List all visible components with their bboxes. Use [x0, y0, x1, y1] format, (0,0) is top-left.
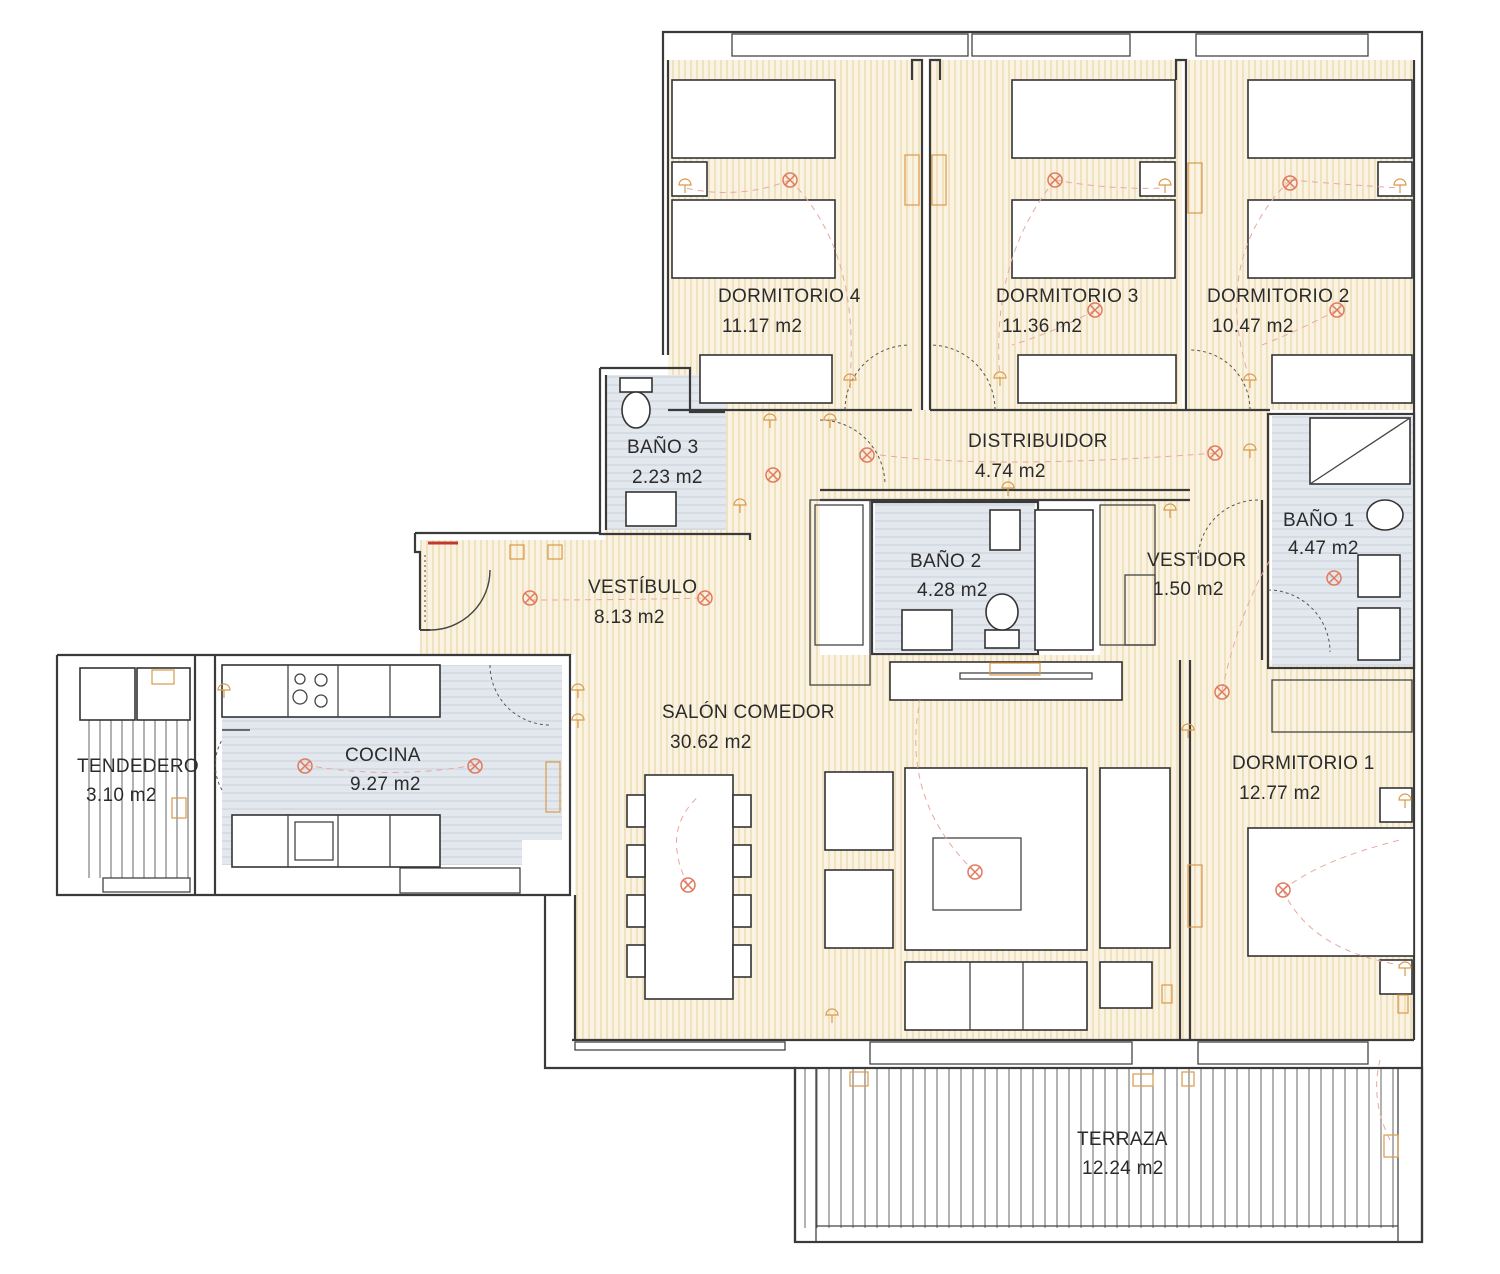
room-area-dormitorio-1: 12.77 m2	[1239, 783, 1321, 804]
wardrobe	[1271, 354, 1413, 404]
switch-icon	[1187, 162, 1203, 214]
bed	[671, 79, 836, 159]
sofa	[904, 961, 1088, 1031]
room-area-bano-1: 4.47 m2	[1288, 538, 1359, 559]
room-area-cocina: 9.27 m2	[350, 774, 421, 795]
room-area-salon-comedor: 30.62 m2	[670, 732, 752, 753]
room-name-vestidor: VESTIDOR	[1147, 550, 1247, 571]
entry-door	[429, 569, 491, 631]
switch-icon	[1397, 994, 1409, 1014]
switch-icon	[989, 662, 1041, 676]
chair	[732, 844, 752, 878]
nightstand	[1379, 787, 1413, 823]
side-table	[1099, 961, 1153, 1009]
laundry-unit	[136, 667, 191, 721]
chair	[626, 794, 646, 828]
chair	[626, 944, 646, 978]
nightstand	[1139, 161, 1176, 197]
toilet	[619, 377, 653, 393]
room-name-vestibulo: VESTÍBULO	[588, 577, 697, 598]
room-labels: DORMITORIO 4 11.17 m2 DORMITORIO 3 11.36…	[77, 286, 1375, 1179]
room-area-terraza: 12.24 m2	[1082, 1158, 1164, 1179]
room-name-bano-2: BAÑO 2	[910, 550, 982, 572]
switch-icon	[1383, 1134, 1399, 1158]
furniture	[79, 79, 1415, 1031]
chair	[732, 894, 752, 928]
switch-icon	[171, 797, 187, 819]
counter-top	[221, 664, 441, 718]
room-area-bano-3: 2.23 m2	[632, 467, 703, 488]
tv-unit	[889, 661, 1123, 701]
electrical-wiring	[304, 179, 1401, 1141]
chair	[732, 794, 752, 828]
room-area-dormitorio-2: 10.47 m2	[1212, 316, 1294, 337]
switch-icon	[931, 154, 947, 206]
room-name-bano-3: BAÑO 3	[627, 436, 699, 458]
nightstand	[671, 161, 708, 197]
room-name-dormitorio-4: DORMITORIO 4	[718, 286, 861, 307]
toilet-bowl	[1366, 499, 1404, 531]
wardrobe	[699, 354, 833, 404]
washbasin	[1357, 554, 1401, 598]
bed	[1247, 79, 1413, 159]
bidet	[989, 509, 1021, 551]
floor-vestidor	[1100, 500, 1270, 660]
floor-terraza	[795, 1068, 1398, 1228]
room-name-terraza: TERRAZA	[1077, 1129, 1168, 1150]
room-area-vestibulo: 8.13 m2	[594, 607, 665, 628]
toilet	[984, 629, 1020, 649]
armchair	[824, 771, 894, 851]
room-name-bano-1: BAÑO 1	[1283, 509, 1355, 531]
room-area-distribuidor: 4.74 m2	[975, 461, 1046, 482]
bed	[671, 199, 836, 279]
room-name-dormitorio-1: DORMITORIO 1	[1232, 753, 1375, 774]
room-name-dormitorio-2: DORMITORIO 2	[1207, 286, 1350, 307]
room-name-tendedero: TENDEDERO	[77, 756, 199, 777]
nightstand	[1377, 161, 1413, 197]
switch-icon	[151, 669, 175, 685]
rug	[904, 767, 1088, 951]
room-name-dormitorio-3: DORMITORIO 3	[996, 286, 1139, 307]
switch-icon	[1161, 984, 1173, 1004]
room-name-cocina: COCINA	[345, 745, 421, 766]
bathtub	[1034, 509, 1094, 651]
switch-icon	[1187, 864, 1203, 928]
bed	[1011, 79, 1176, 159]
armchair	[824, 869, 894, 949]
laundry-unit	[79, 667, 136, 721]
room-area-bano-2: 4.28 m2	[917, 580, 988, 601]
counter-bottom	[231, 814, 441, 868]
room-name-salon-comedor: SALÓN COMEDOR	[662, 701, 835, 723]
sofa	[1099, 767, 1171, 949]
washbasin	[1357, 607, 1401, 661]
room-area-dormitorio-3: 11.36 m2	[1002, 316, 1082, 337]
washbasin	[625, 491, 677, 527]
switch-icon	[1132, 1073, 1154, 1087]
switch-icon	[849, 1071, 869, 1087]
switch-icon	[1181, 1071, 1195, 1087]
toilet-bowl	[985, 593, 1019, 631]
doors	[214, 344, 1331, 791]
room-area-dormitorio-4: 11.17 m2	[722, 316, 802, 337]
room-area-tendedero: 3.10 m2	[86, 785, 157, 806]
room-name-distribuidor: DISTRIBUIDOR	[968, 431, 1108, 452]
wardrobe	[1017, 354, 1177, 404]
switch-icon	[509, 544, 525, 560]
bed	[1247, 199, 1413, 279]
chair	[626, 844, 646, 878]
switch-icon	[545, 761, 561, 813]
toilet-bowl	[621, 391, 651, 429]
bed	[1011, 199, 1176, 279]
switch-icon	[904, 154, 920, 206]
switch-icon	[547, 544, 563, 560]
washbasin	[901, 609, 953, 651]
electrical-points	[151, 154, 1412, 1158]
room-area-vestidor: 1.50 m2	[1153, 579, 1224, 600]
chair	[732, 944, 752, 978]
chair	[626, 894, 646, 928]
nightstand	[1379, 959, 1413, 995]
bed	[1247, 827, 1415, 957]
